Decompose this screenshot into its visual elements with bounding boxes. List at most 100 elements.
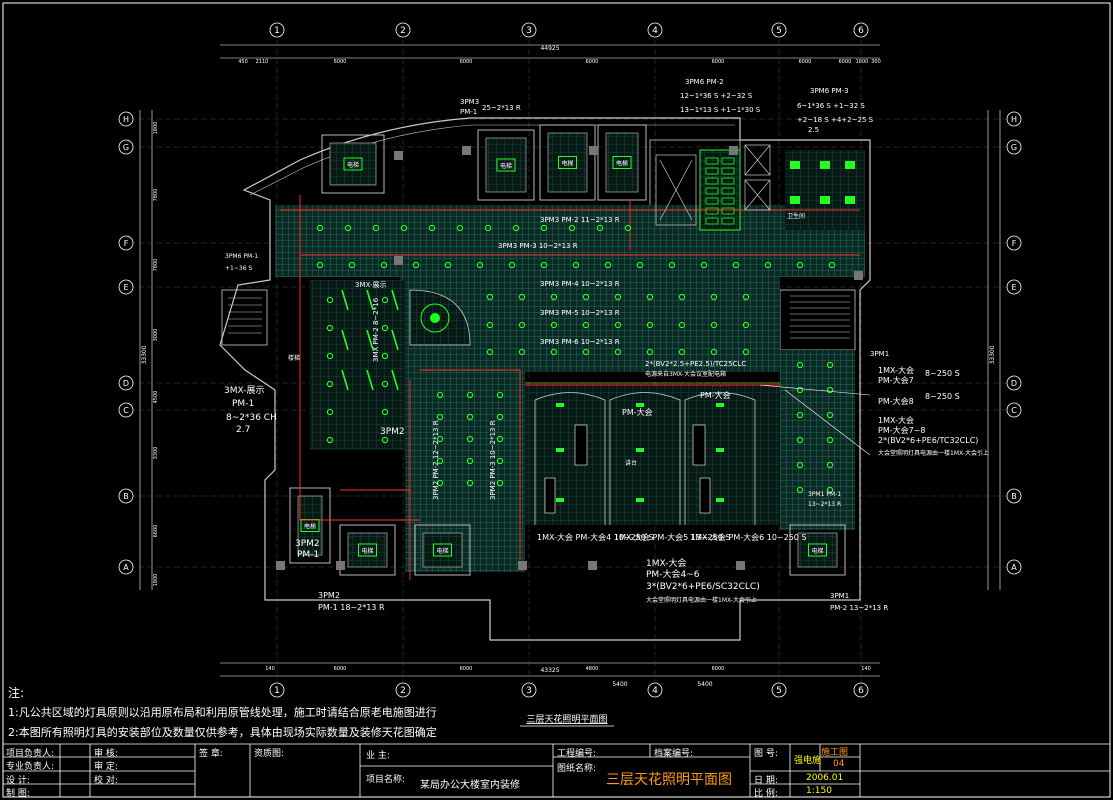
project-number-label: 工程编号:: [557, 749, 597, 759]
mx-right-block1: 1MX-大会: [878, 415, 914, 425]
pm-bottom-right-sub: PM-2 13~2*13 R: [830, 604, 888, 612]
right-total-dimension: 33300: [989, 345, 996, 364]
axis-bubble: [118, 488, 134, 504]
downlight-fixture: [496, 435, 504, 443]
drawing-caption: 三层天花照明平面图: [526, 713, 607, 725]
axis-label-col: 6: [858, 686, 864, 696]
axis-bubble: [118, 559, 134, 575]
pm3-pm5-label: 3PM3 PM-5 10~2*13 R: [540, 309, 620, 317]
structural-column: [854, 271, 863, 280]
pm3-top-label: 3PM6 PM-3: [810, 87, 849, 95]
pm2-bottom-text: 3PM2: [318, 591, 340, 600]
room-label: 电梯: [436, 547, 448, 555]
room-label: 电梯: [616, 160, 628, 168]
mx-right-pm-value: 8~250 S: [925, 369, 960, 378]
pm3-pm6-label: 3PM3 PM-6 10~2*13 R: [540, 338, 620, 346]
downlight-fixture: [796, 386, 804, 394]
downlight-fixture: [636, 261, 644, 269]
axis-label-row: G: [123, 143, 129, 152]
approver-label: 审 定:: [94, 762, 118, 772]
bottom-dimension-value: 6000: [460, 666, 473, 672]
title-block-grid: [3, 743, 1110, 797]
auditorium-fixture: [556, 448, 564, 452]
circuit-annotations: 3PM6 PM-2 12~1*36 S +2~32 S 13~1*13 S +1…: [224, 78, 989, 612]
top-dimension-chain: [139, 44, 1001, 677]
auditorium-fixture: [556, 498, 564, 502]
drawing-name-value: 三层天花照明平面图: [606, 772, 732, 788]
lobby-fixture: [721, 217, 735, 225]
downlight-fixture: [466, 435, 474, 443]
axis-bubble: [1006, 139, 1022, 155]
auditorium-fixture: [556, 403, 564, 407]
project-manager-label: 项目负责人:: [6, 749, 55, 759]
pm2-bottom-left-label: 3PM2: [295, 539, 320, 549]
axis-bubble: [118, 402, 134, 418]
axis-label-col: 6: [858, 26, 864, 36]
downlight-fixture: [518, 321, 526, 329]
auditorium-fixture: [636, 448, 644, 452]
drawing-number-label: 图 号:: [754, 749, 778, 759]
left-dimension-value: 6600: [153, 525, 159, 538]
downlight-fixture: [326, 436, 334, 444]
room-label: 电梯: [561, 160, 573, 168]
pm3-line3: 2.5: [808, 126, 819, 134]
room-fixture: [358, 543, 377, 557]
pm2-line2: 13~1*13 S +1~1*30 S: [680, 106, 761, 114]
stair-hatching: [228, 295, 850, 339]
pm1-sub-label: PM-1: [460, 108, 477, 116]
leader-line-1: [784, 389, 871, 456]
left-dimension-value: 7800: [153, 259, 159, 272]
downlight-fixture: [486, 321, 494, 329]
axis-label-row: C: [123, 406, 129, 415]
pm2-vertical-label: 3PM2 PM-2 12~2*13 R: [432, 420, 440, 500]
auditorium-fixture: [636, 403, 644, 407]
axis-bubble: [118, 235, 134, 251]
downlight-fixture: [381, 408, 389, 416]
axis-bubble: [1006, 375, 1022, 391]
axis-label-row: C: [1011, 406, 1017, 415]
lobby-fixture: [705, 167, 719, 175]
room-fixture: [808, 543, 827, 557]
downlight-fixture: [550, 293, 558, 301]
project-name-label: 项目名称:: [366, 775, 406, 785]
room-ceiling: [297, 495, 323, 556]
structural-column: [394, 151, 403, 160]
downlight-fixture: [496, 479, 504, 487]
stamp-label: 签 章:: [199, 749, 223, 759]
axis-label-col: 4: [652, 686, 658, 696]
left-dimension-value: 4500: [153, 391, 159, 404]
downlight-fixture: [742, 321, 750, 329]
room-ceiling: [329, 142, 377, 186]
pm3-pm4-label: 3PM3 PM-4 10~2*13 R: [540, 280, 620, 288]
elevator-shafts: [655, 144, 771, 226]
linear-fixture: [391, 329, 399, 351]
mx-bottom-note: 大会堂照明灯具电源由一楼1MX-大会引上: [646, 596, 757, 604]
designer-label: 设 计:: [6, 776, 30, 786]
downlight-fixture: [572, 261, 580, 269]
drawing-discipline-value: 强电施: [794, 756, 822, 766]
pm2-bottom-text-sub: PM-1 18~2*13 R: [318, 603, 385, 612]
downlight-fixture: [678, 321, 686, 329]
downlight-fixture: [326, 324, 334, 332]
left-dimension-value: 3000: [153, 329, 159, 342]
left-pm6-label: 3PM6 PM-1: [225, 253, 258, 260]
structural-column: [589, 146, 598, 155]
pm-center-label-2: PM-大会: [700, 390, 731, 400]
axis-bubble: [1006, 111, 1022, 127]
axis-label-col: 1: [274, 686, 280, 696]
room-fixture: [433, 543, 452, 557]
downlight-fixture: [678, 293, 686, 301]
axis-bubble: [1006, 402, 1022, 418]
bottom-dimension-value: 4800: [586, 666, 599, 672]
downlight-fixture: [826, 461, 834, 469]
pm2-bottom-left-sub: PM-1: [297, 550, 319, 560]
office-room: [414, 524, 471, 576]
downlight-fixture: [518, 348, 526, 356]
downlight-fixture: [518, 293, 526, 301]
axis-label-row: A: [123, 563, 129, 572]
downlight-fixture: [582, 348, 590, 356]
drawing-stage-value: 施工图: [821, 748, 849, 758]
top-dimension-value: 450: [238, 59, 248, 65]
office-room: [597, 124, 647, 201]
